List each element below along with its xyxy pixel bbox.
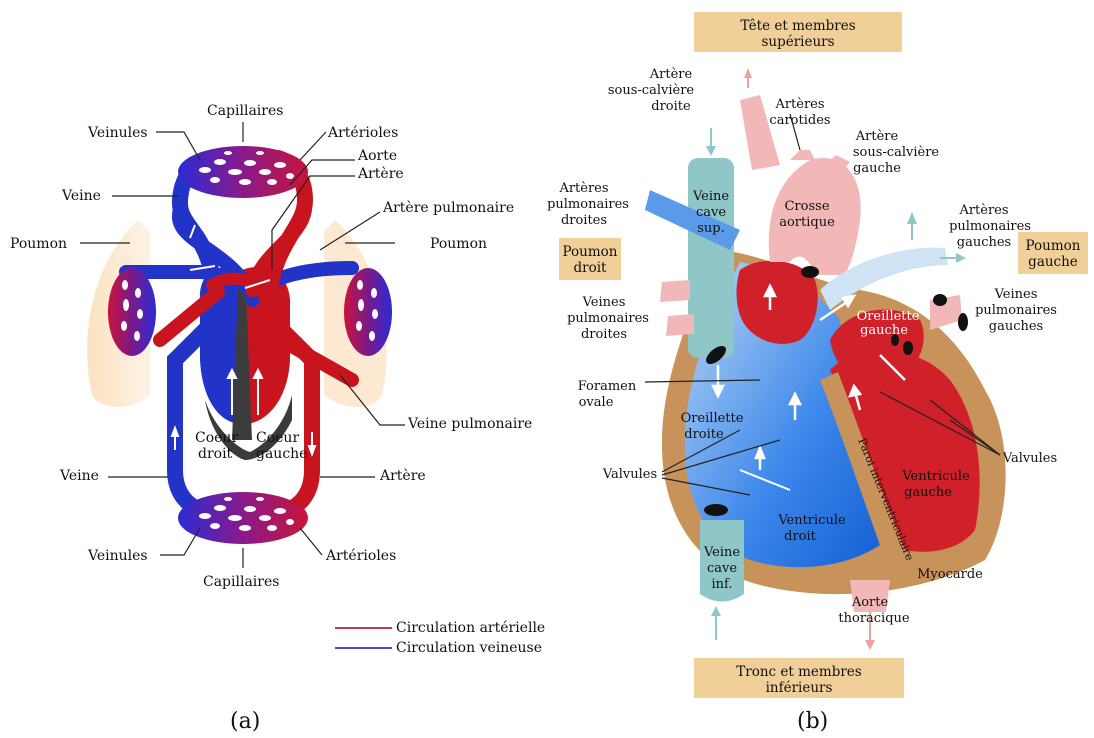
panel-a-systemic-circulation: Capillaires Veinules Artérioles Aorte Ar… — [10, 103, 545, 734]
label-foramen-2: ovale — [579, 395, 614, 410]
pulmonary-veins-right — [660, 280, 690, 302]
box-poumon-gauche-line2: gauche — [1028, 254, 1078, 270]
capillary-bed-bottom — [178, 492, 308, 544]
label-vci-3: inf. — [711, 577, 732, 592]
box-tronc-line1: Tronc et membres — [736, 664, 862, 680]
subclavian-right — [740, 95, 780, 170]
label-coeur-droit-2: droit — [198, 446, 233, 462]
legend-venous: Circulation veineuse — [396, 640, 542, 656]
label-valvules-right: Valvules — [1002, 451, 1057, 466]
label-myocarde: Myocarde — [917, 567, 983, 582]
label-capillaires-top: Capillaires — [207, 103, 283, 119]
box-tete-line1: Tête et membres — [740, 18, 855, 34]
label-ssc-gauche-3: gauche — [853, 161, 901, 176]
label-ssc-droite-2: sous-calvière — [608, 83, 695, 98]
label-art-pulm-g-3: gauches — [957, 235, 1011, 250]
label-aorte-th-1: Aorte — [851, 595, 889, 610]
caption-b: (b) — [797, 709, 828, 734]
label-poumon-right: Poumon — [430, 236, 487, 252]
label-coeur-droit-1: Coeur — [195, 430, 238, 446]
label-art-pulm-g-1: Artères — [958, 203, 1008, 218]
label-art-pulm-dr-1: Artères — [558, 181, 608, 196]
label-vd-1: Ventricule — [777, 513, 846, 528]
label-ssc-droite-3: droite — [651, 99, 691, 114]
label-crosse-2: aortique — [779, 215, 835, 230]
label-coeur-gauche-2: gauche — [256, 446, 307, 462]
label-arterioles-bottom: Artérioles — [325, 548, 396, 564]
label-vpg-3: gauches — [989, 319, 1043, 334]
label-ssc-droite-1: Artère — [649, 67, 693, 82]
capillary-bed-top — [178, 146, 308, 198]
label-veinules-bottom: Veinules — [87, 548, 148, 564]
label-vpd-1: Veines — [582, 295, 626, 310]
label-veine-pulmonaire: Veine pulmonaire — [407, 416, 532, 432]
label-foramen-1: Foramen — [578, 379, 637, 394]
label-ssc-gauche-1: Artère — [855, 129, 899, 144]
label-od-1: Oreillette — [681, 411, 744, 426]
pulmonary-veins-right-2 — [666, 314, 694, 336]
label-artere-top: Artère — [357, 166, 404, 182]
label-art-pulm-dr-2: pulmonaires — [547, 197, 629, 212]
label-og-1: Oreillette — [857, 309, 920, 324]
panel-b-heart-anatomy: Tête et membres supérieurs Poumon droit … — [547, 12, 1088, 734]
label-vpd-3: droites — [581, 327, 627, 342]
label-aorte: Aorte — [357, 148, 397, 164]
label-vpd-2: pulmonaires — [567, 311, 649, 326]
box-tronc-line2: inférieurs — [766, 680, 833, 696]
caption-a: (a) — [230, 709, 260, 734]
label-vcs-3: sup. — [697, 221, 725, 236]
label-vci-1: Veine — [703, 545, 740, 560]
label-poumon-left: Poumon — [10, 236, 67, 252]
label-capillaires-bottom: Capillaires — [203, 574, 279, 590]
label-vd-2: droit — [784, 529, 817, 544]
carotids — [790, 150, 815, 160]
label-od-2: droite — [684, 427, 724, 442]
label-vg-1: Ventricule — [901, 469, 970, 484]
label-coeur-gauche-1: Coeur — [256, 430, 299, 446]
label-vci-2: cave — [707, 561, 737, 576]
label-aorte-th-2: thoracique — [838, 611, 910, 626]
label-artere-pulmonaire: Artère pulmonaire — [382, 200, 514, 216]
label-veine-bottom: Veine — [59, 468, 99, 484]
legend-arterial: Circulation artérielle — [396, 620, 545, 636]
label-valvules-left: Valvules — [602, 467, 657, 482]
label-vpg-2: pulmonaires — [975, 303, 1057, 318]
label-vpg-1: Veines — [994, 287, 1038, 302]
labels-a: Capillaires Veinules Artérioles Aorte Ar… — [10, 103, 545, 734]
label-carotides-2: carotides — [769, 113, 830, 128]
box-poumon-gauche-line1: Poumon — [1026, 238, 1081, 254]
label-vg-2: gauche — [904, 485, 952, 500]
box-poumon-droit-line1: Poumon — [563, 244, 618, 260]
label-art-pulm-dr-3: droites — [561, 213, 607, 228]
label-veinules-top: Veinules — [87, 125, 148, 141]
capillary-bed-left-lung — [108, 268, 156, 356]
label-vcs-1: Veine — [692, 189, 729, 204]
capillary-bed-right-lung — [344, 268, 392, 356]
label-carotides-1: Artères — [774, 97, 824, 112]
box-poumon-droit-line2: droit — [574, 260, 608, 276]
label-art-pulm-g-2: pulmonaires — [949, 219, 1031, 234]
label-arterioles-top: Artérioles — [327, 125, 398, 141]
superior-vena-cava — [688, 158, 734, 358]
label-ssc-gauche-2: sous-calvière — [853, 145, 940, 160]
label-artere-bottom: Artère — [379, 468, 426, 484]
box-tete-line2: supérieurs — [761, 34, 834, 50]
label-og-2: gauche — [860, 323, 908, 338]
label-veine-top: Veine — [61, 188, 101, 204]
label-vcs-2: cave — [696, 205, 726, 220]
label-crosse-1: Crosse — [784, 199, 829, 214]
